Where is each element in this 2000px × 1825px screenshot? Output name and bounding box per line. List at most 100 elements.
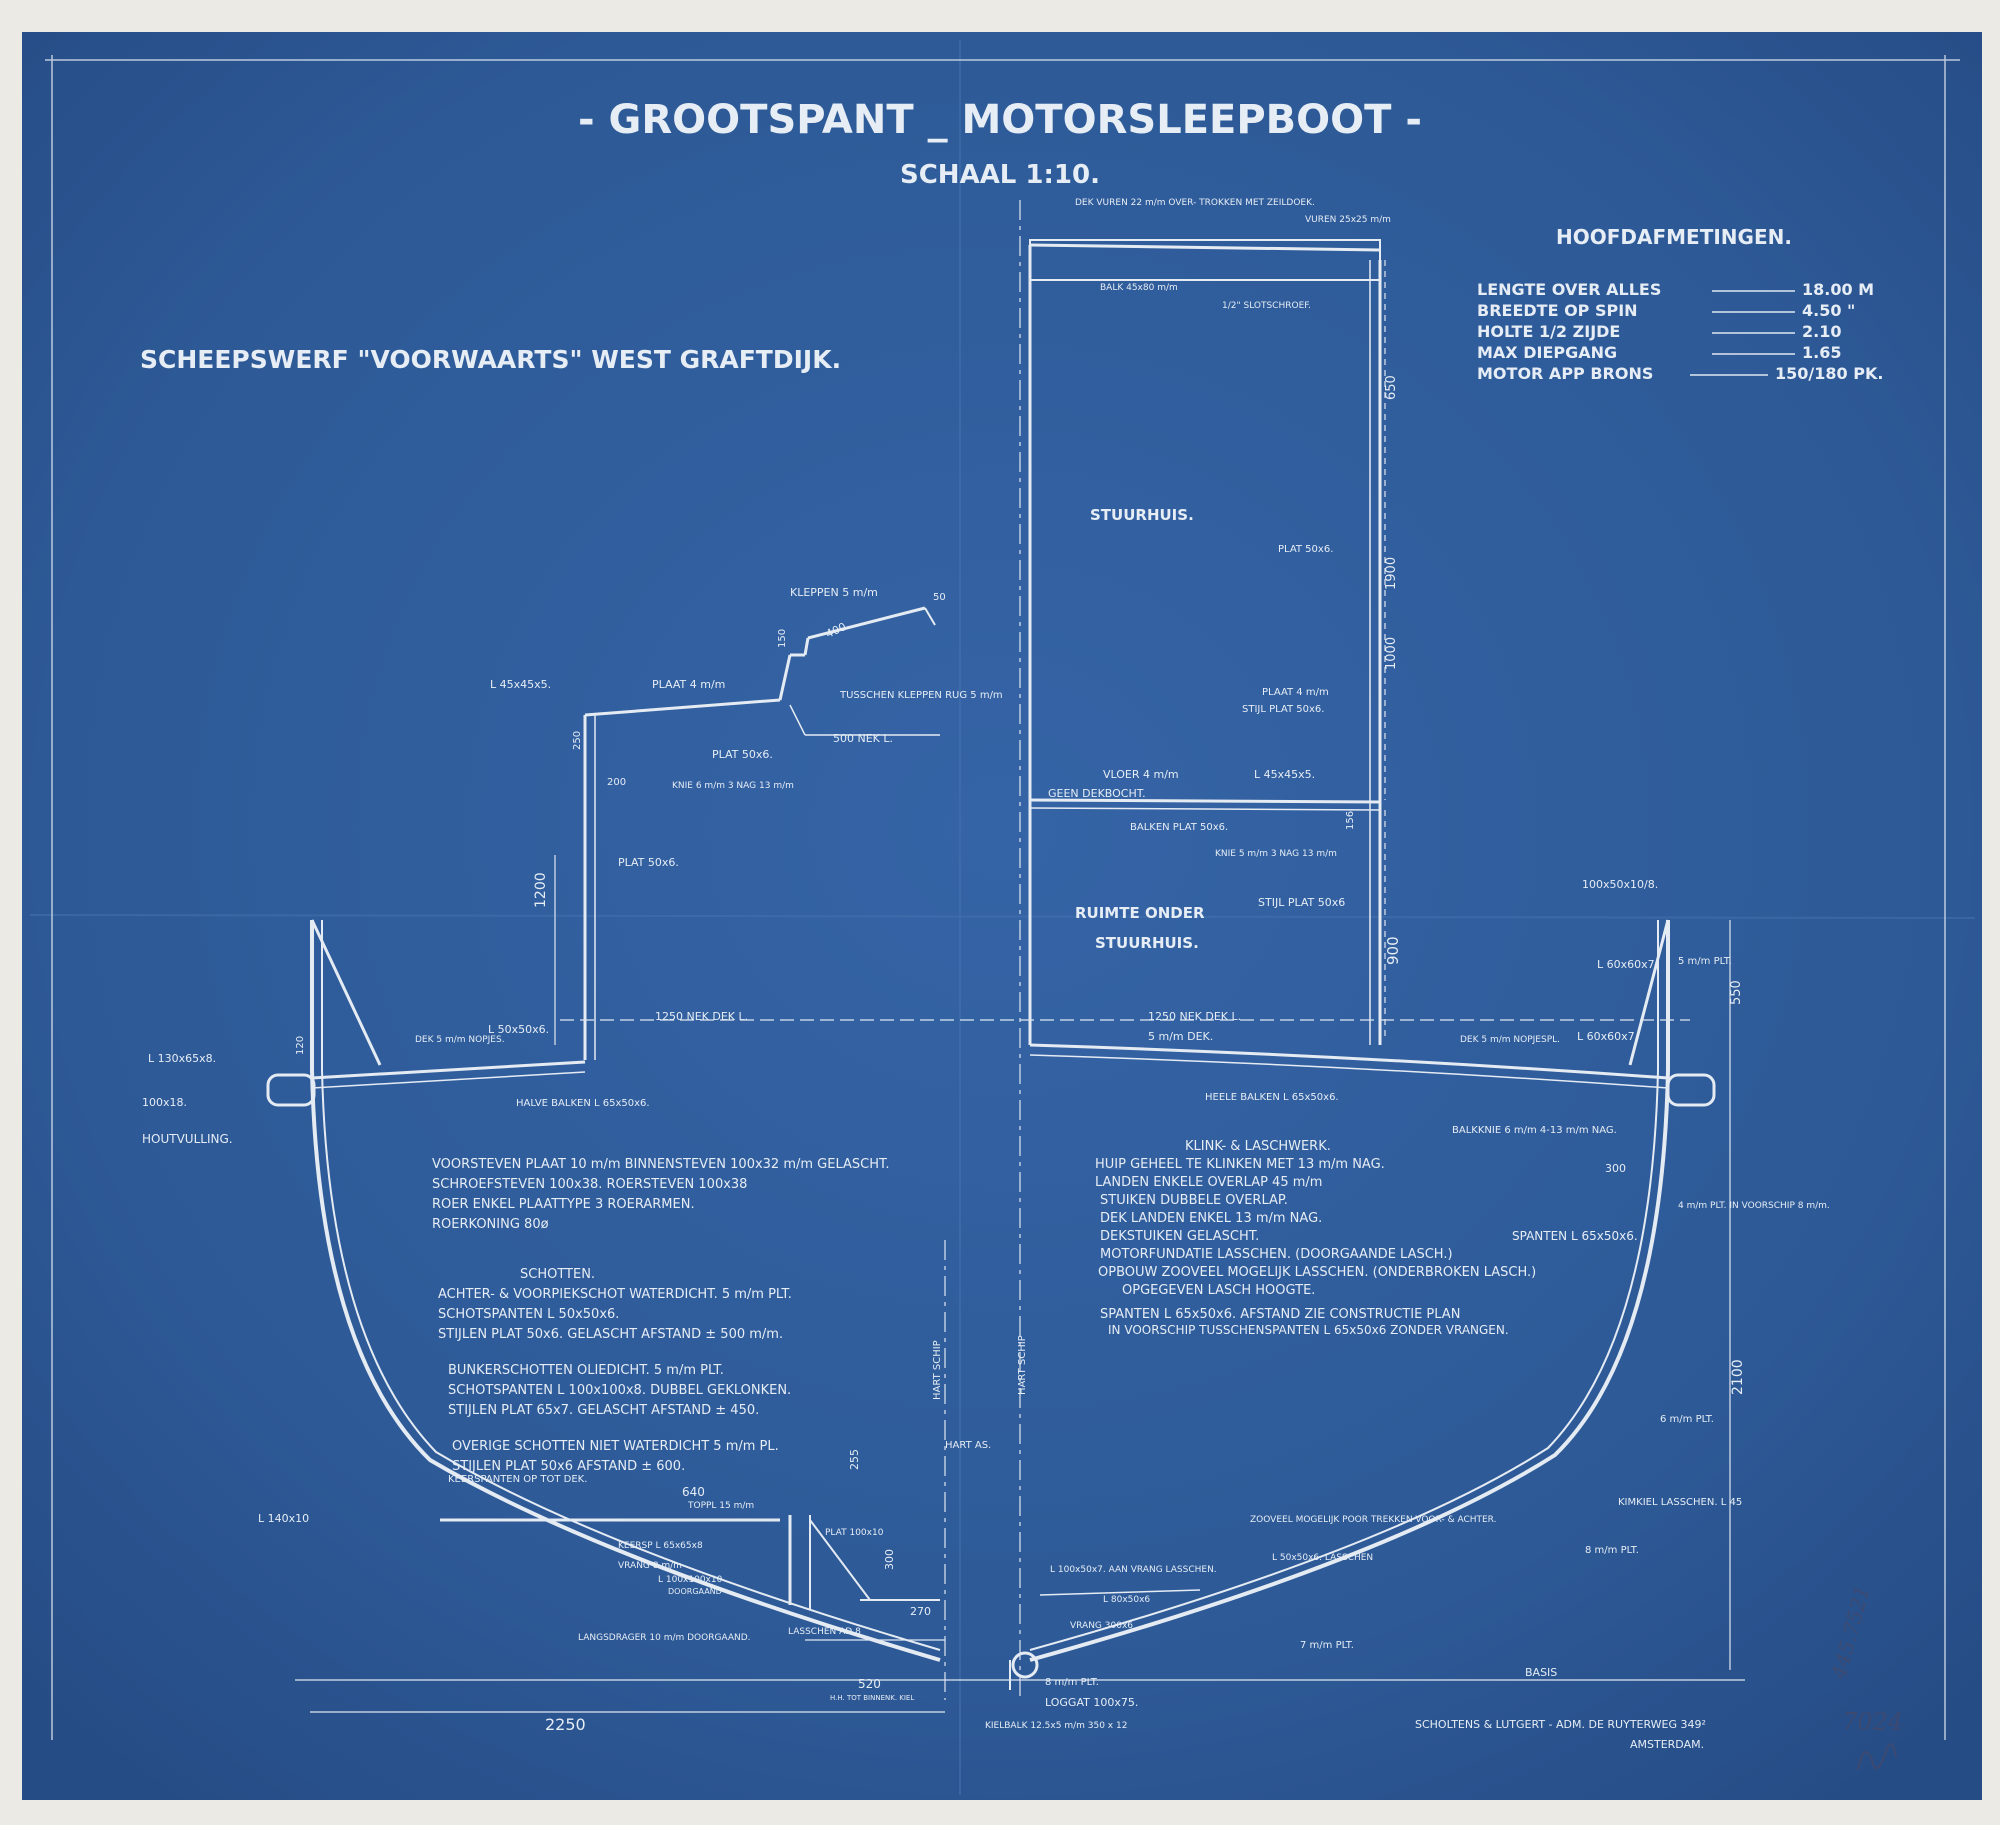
note-line: SCHOTSPANTEN L 100x100x8. DUBBEL GEKLONK… (448, 1383, 791, 1398)
label-plat50x6: PLAT 50x6. (1278, 544, 1333, 555)
dim-row-label: MOTOR APP BRONS (1477, 364, 1653, 383)
note-line: STIJLEN PLAT 50x6 AFSTAND ± 600. (452, 1459, 685, 1474)
label-langsdrager: LANGSDRAGER 10 m/m DOORGAAND. (578, 1633, 751, 1643)
label-kiel: KIELBALK 12.5x5 m/m 350 x 12 (985, 1721, 1127, 1731)
note-line: ACHTER- & VOORPIEKSCHOT WATERDICHT. 5 m/… (438, 1287, 792, 1302)
label-l45x45: L 45x45x5. (1254, 768, 1315, 781)
label-doorgaand: DOORGAAND (668, 1587, 722, 1596)
dim-row-label: BREEDTE OP SPIN (1477, 301, 1638, 320)
construction-notes-right: KLINK- & LASCHWERK. HUIP GEHEEL TE KLINK… (1095, 1139, 1638, 1337)
label-plt-8: 8 m/m PLT. (1585, 1545, 1639, 1556)
label-dek-5: 5 m/m DEK. (1148, 1030, 1213, 1043)
dim-1200: 1200 (533, 872, 549, 908)
label-hart-schip: HART SCHIP (1017, 1335, 1028, 1395)
label-ruimte-onder: RUIMTE ONDER (1075, 904, 1205, 922)
dim-900: 900 (1384, 936, 1402, 965)
label-nek-1250: 1250 NEK DEK L. (655, 1010, 748, 1023)
archive-number: 7024 (1842, 1708, 1903, 1736)
label-knie: KNIE 5 m/m 3 NAG 13 m/m (1215, 849, 1337, 859)
dim-650: 650 (1384, 375, 1399, 400)
label-nek-500: 500 NEK L. (833, 732, 893, 745)
dim-row-value: 1.65 (1802, 343, 1841, 362)
sheet-border (45, 55, 1960, 1740)
note-line: SCHROEFSTEVEN 100x38. ROERSTEVEN 100x38 (432, 1177, 747, 1192)
note-heading: KLINK- & LASCHWERK. (1185, 1139, 1331, 1154)
note-line: HUIP GEHEEL TE KLINKEN MET 13 m/m NAG. (1095, 1157, 1385, 1172)
label-plt-5: 5 m/m PLT. (1678, 956, 1732, 967)
note-line: SPANTEN L 65x50x6. AFSTAND ZIE CONSTRUCT… (1100, 1307, 1460, 1322)
label-hart-as: HART AS. (945, 1440, 991, 1451)
label-l100x50x7: L 100x50x7. AAN VRANG LASSCHEN. (1050, 1565, 1217, 1575)
note-line: OVERIGE SCHOTTEN NIET WATERDICHT 5 m/m P… (452, 1439, 779, 1454)
label-tusschen-kleppen: TUSSCHEN KLEPPEN RUG 5 m/m (839, 690, 1003, 701)
note-line: MOTORFUNDATIE LASSCHEN. (DOORGAANDE LASC… (1100, 1247, 1453, 1262)
dim-row-value: 18.00 M (1802, 280, 1874, 299)
note-line: LANDEN ENKELE OVERLAP 45 m/m (1095, 1175, 1322, 1190)
dim-300: 300 (1605, 1162, 1626, 1175)
label-nek-1250: 1250 NEK DEK L. (1148, 1010, 1241, 1023)
drawing-title: - GROOTSPANT _ MOTORSLEEPBOOT - (578, 97, 1422, 143)
label-balk: BALK 45x80 m/m (1100, 283, 1178, 293)
note-line: STIJLEN PLAT 50x6. GELASCHT AFSTAND ± 50… (438, 1327, 783, 1342)
label-plt-4: 4 m/m PLT. IN VOORSCHIP 8 m/m. (1678, 1201, 1830, 1211)
main-dimensions-heading: HOOFDAFMETINGEN. (1556, 225, 1792, 249)
label-stijl-plat: STIJL PLAT 50x6. (1242, 704, 1324, 715)
label-kleppen: KLEPPEN 5 m/m (790, 586, 878, 599)
dim-1900: 1900 (1384, 557, 1399, 590)
dimension-table-leaders (1690, 290, 1795, 376)
dim-250: 250 (572, 731, 583, 750)
dim-row-value: 150/180 PK. (1775, 364, 1883, 383)
label-vloer: VLOER 4 m/m (1103, 768, 1179, 781)
label-hart-schip: HART SCHIP (932, 1340, 943, 1400)
label-plat100x10: PLAT 100x10 (825, 1528, 884, 1538)
dim-640: 640 (682, 1485, 705, 1499)
construction-notes-left: VOORSTEVEN PLAAT 10 m/m BINNENSTEVEN 100… (432, 1157, 890, 1474)
dim-200: 200 (607, 777, 626, 788)
title-block: - GROOTSPANT _ MOTORSLEEPBOOT - SCHAAL 1… (140, 97, 1422, 374)
dim-255: 255 (848, 1449, 861, 1470)
spanten-note: SPANTEN L 65x50x6. (1512, 1229, 1638, 1243)
label-vrang300x6: VRANG 300x6 (1070, 1621, 1133, 1631)
note-line: SCHOTSPANTEN L 50x50x6. (438, 1307, 619, 1322)
label-l60x60: L 60x60x7 (1577, 1030, 1635, 1043)
dim-520: 520 (858, 1677, 881, 1691)
note-line: DEKSTUIKEN GELASCHT. (1100, 1229, 1259, 1244)
label-dek-nopjes: DEK 5 m/m NOPJES. (415, 1035, 505, 1045)
label-plt-7: 7 m/m PLT. (1300, 1640, 1354, 1651)
maker-line-2: AMSTERDAM. (1630, 1738, 1704, 1751)
label-toppl: TOPPL 15 m/m (687, 1501, 754, 1511)
label-basis: BASIS (1525, 1666, 1557, 1679)
dim-row-label: MAX DIEPGANG (1477, 343, 1617, 362)
dim-row-value: 4.50 " (1802, 301, 1855, 320)
note-line: ROER ENKEL PLAATTYPE 3 ROERARMEN. (432, 1197, 695, 1212)
label-slotschroef: 1/2" SLOTSCHROEF. (1222, 301, 1311, 311)
label-l100x100: L 100x100x10 (658, 1575, 723, 1585)
label-balken-plat: BALKEN PLAT 50x6. (1130, 822, 1228, 833)
dim-550: 550 (1729, 980, 1744, 1005)
note-line: IN VOORSCHIP TUSSCHENSPANTEN L 65x50x6 Z… (1108, 1323, 1509, 1337)
label-knie: KNIE 6 m/m 3 NAG 13 m/m (672, 781, 794, 791)
label-l45x45: L 45x45x5. (490, 678, 551, 691)
maker-line-1: SCHOLTENS & LUTGERT - ADM. DE RUYTERWEG … (1415, 1718, 1706, 1731)
label-plaat4: PLAAT 4 m/m (652, 678, 725, 691)
dim-row-value: 2.10 (1802, 322, 1841, 341)
label-plat50x6: PLAT 50x6. (712, 748, 773, 761)
dimension-lines (295, 200, 1745, 1713)
label-halve-balken: HALVE BALKEN L 65x50x6. (516, 1098, 650, 1109)
label-stuurhuis: STUURHUIS. (1090, 506, 1194, 524)
label-heele-balken: HEELE BALKEN L 65x50x6. (1205, 1092, 1339, 1103)
drawing-scale: SCHAAL 1:10. (900, 160, 1100, 190)
label-stijl-plat: STIJL PLAT 50x6 (1258, 896, 1345, 909)
dim-1000: 1000 (1384, 637, 1399, 670)
label-balkknie: BALKKNIE 6 m/m 4-13 m/m NAG. (1452, 1125, 1617, 1136)
dimension-values: 650 1900 1000 900 1200 550 2100 2250 640… (295, 375, 1746, 1734)
label-plaat4: PLAAT 4 m/m (1262, 687, 1329, 698)
fold-line-horizontal (29, 914, 1976, 919)
main-dimensions-table: HOOFDAFMETINGEN. LENGTE OVER ALLES 18.00… (1477, 225, 1883, 383)
label-loggat: LOGGAT 100x75. (1045, 1696, 1138, 1709)
label-keersp: KEERSP L 65x65x8 (618, 1541, 703, 1551)
dim-2250: 2250 (545, 1715, 586, 1734)
label-l80x50x6: L 80x50x6 (1103, 1595, 1150, 1605)
